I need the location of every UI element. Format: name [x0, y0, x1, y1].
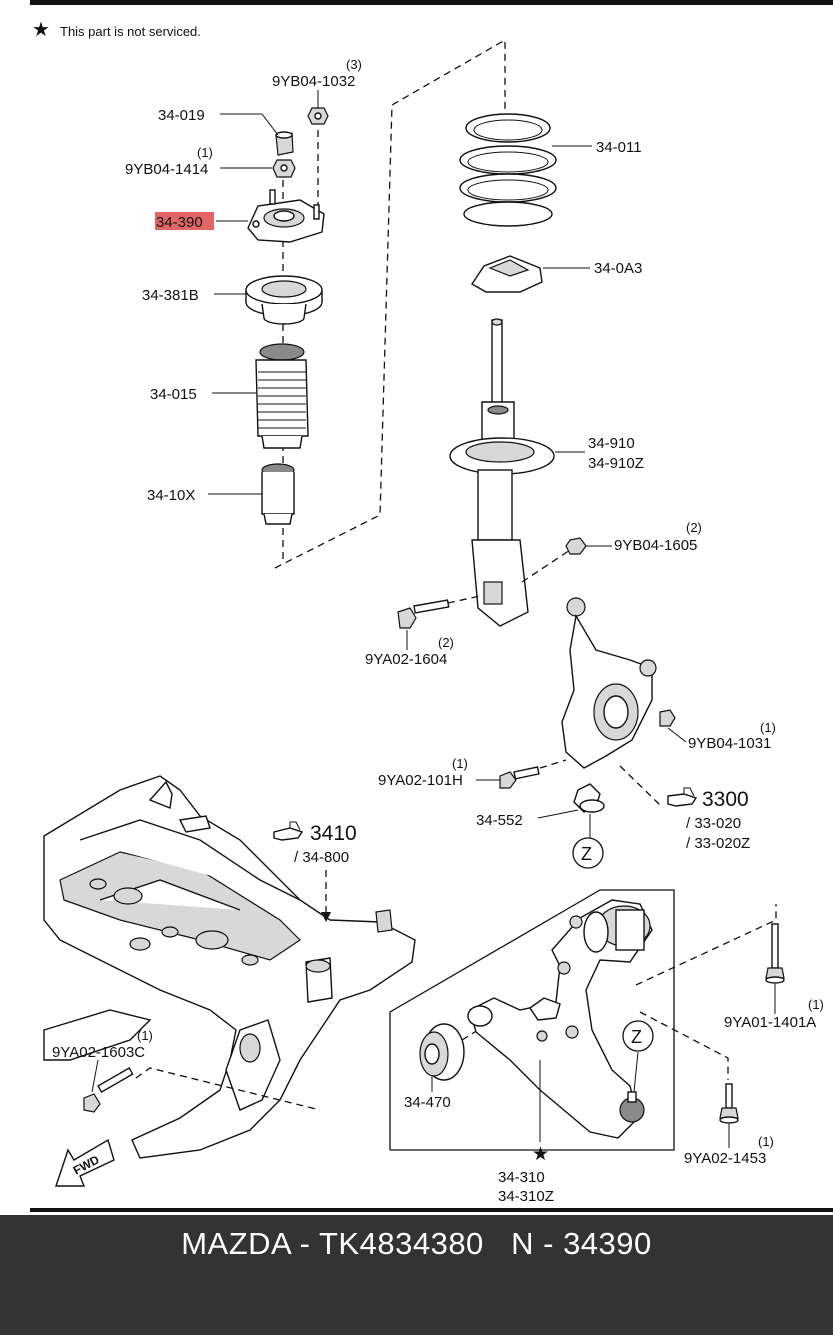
label-9YA01-1401A: 9YA01-1401A	[724, 1014, 816, 1031]
part-34-019	[275, 131, 294, 156]
label-34-0A3: 34-0A3	[594, 260, 642, 277]
label-34-910Z: 34-910Z	[588, 455, 644, 472]
label-3410: 3410	[310, 822, 357, 845]
label-34-10X: 34-10X	[147, 487, 195, 504]
top-border	[30, 0, 833, 5]
label-33-020Z: / 33-020Z	[686, 835, 750, 852]
label-34-310: 34-310	[498, 1169, 545, 1186]
qty-9YA02-101H: (1)	[452, 756, 468, 771]
label-34-390: 34-390	[156, 214, 203, 231]
bolt-9YA02-1604	[397, 599, 450, 629]
label-34-910: 34-910	[588, 435, 635, 452]
lower-arm-frame	[389, 889, 675, 1151]
label-34-015: 34-015	[150, 386, 197, 403]
label-34-470: 34-470	[404, 1094, 451, 1111]
footer-part-number: MAZDA - TK4834380 N - 34390	[181, 1226, 652, 1261]
label-9YA02-1604: 9YA02-1604	[365, 651, 447, 668]
qty-9YA02-1453: (1)	[758, 1134, 774, 1149]
nut-9YB04-1414	[272, 159, 296, 178]
footer-bar	[0, 1215, 833, 1335]
label-34-019: 34-019	[158, 107, 205, 124]
qty-9YA02-1603C: (1)	[137, 1028, 153, 1043]
part-34-015	[255, 343, 309, 449]
qty-9YB04-1031: (1)	[760, 720, 776, 735]
parts-diagram: ★ This part is not serviced.	[30, 0, 833, 1212]
label-9YA02-101H: 9YA02-101H	[378, 772, 463, 789]
part-34-552	[573, 783, 605, 813]
label-9YB04-1605: 9YB04-1605	[614, 537, 697, 554]
hand-pointer-3410-icon	[273, 821, 304, 841]
label-3300: 3300	[702, 788, 749, 811]
notice-text: This part is not serviced.	[60, 24, 201, 39]
label-34-552: 34-552	[476, 812, 523, 829]
hand-pointer-3300-icon	[667, 787, 698, 807]
label-9YA02-1603C: 9YA02-1603C	[52, 1044, 145, 1061]
bolt-9YA02-101H	[499, 766, 540, 789]
bolt-9YA01-1401A	[765, 923, 785, 984]
qty-9YB04-1032: (3)	[346, 57, 362, 72]
bolt-9YA02-1603C	[83, 1067, 134, 1113]
part-34-310	[467, 899, 653, 1139]
highlight-34-390	[155, 212, 214, 230]
label-33-020: / 33-020	[686, 815, 741, 832]
bolt-9YA02-1453	[719, 1083, 739, 1124]
knuckle-assembly	[561, 597, 657, 769]
part-34-381B	[245, 275, 323, 325]
qty-9YB04-1605: (2)	[686, 520, 702, 535]
part-34-910	[449, 318, 555, 627]
qty-9YA01-1401A: (1)	[808, 997, 824, 1012]
qty-9YB04-1414: (1)	[197, 145, 213, 160]
nut-9YB04-1605	[565, 537, 587, 555]
part-34-470	[419, 1023, 465, 1081]
part-34-0A3	[471, 255, 543, 293]
crossmember-3410	[43, 775, 416, 1159]
label-z-top: Z	[581, 844, 592, 864]
label-34-381B: 34-381B	[142, 287, 199, 304]
label-9YB04-1414: 9YB04-1414	[125, 161, 208, 178]
label-9YB04-1031: 9YB04-1031	[688, 735, 771, 752]
notice-star: ★	[32, 19, 50, 41]
part-34-10X	[261, 463, 295, 525]
qty-9YA02-1604: (2)	[438, 635, 454, 650]
part-34-011	[459, 113, 557, 227]
part-34-390	[247, 189, 325, 243]
label-34-310Z: 34-310Z	[498, 1188, 554, 1205]
not-serviced-star: ★	[532, 1144, 549, 1165]
label-34-011: 34-011	[596, 139, 642, 156]
fwd-arrow-icon	[55, 1138, 115, 1187]
label-34-800: / 34-800	[294, 849, 349, 866]
nut-9YB04-1032	[307, 107, 329, 125]
label-9YB04-1032: 9YB04-1032	[272, 73, 355, 90]
bottom-border	[30, 1208, 833, 1212]
label-z-bottom: Z	[631, 1027, 642, 1047]
label-9YA02-1453: 9YA02-1453	[684, 1150, 766, 1167]
